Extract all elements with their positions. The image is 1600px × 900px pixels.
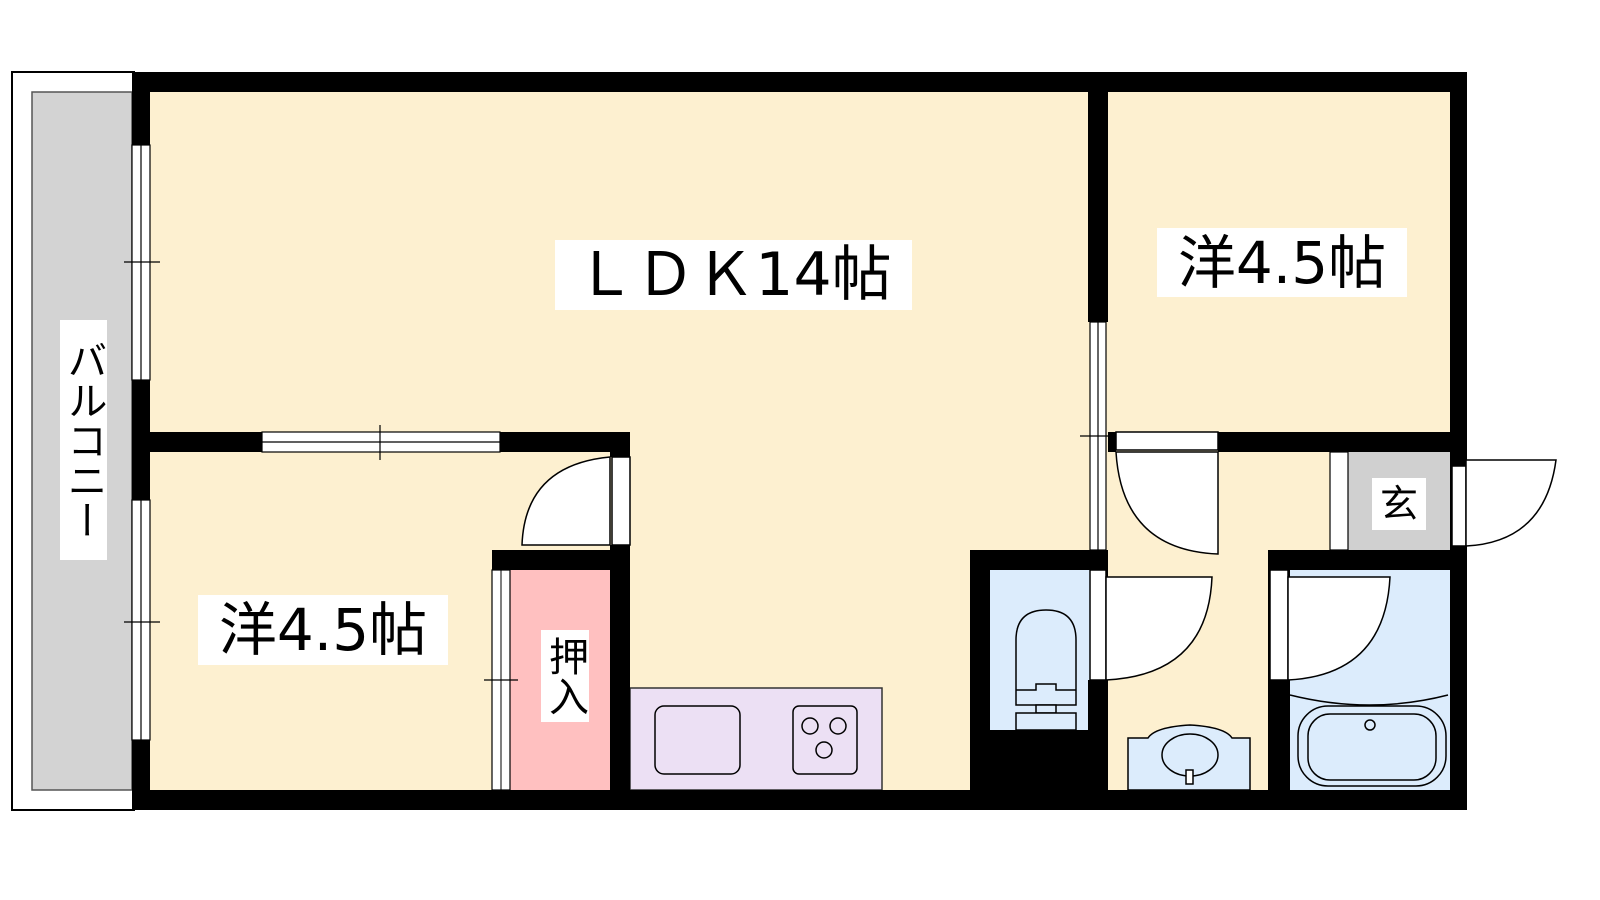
window-left-top bbox=[124, 144, 160, 381]
room-label-closet: 押入 bbox=[541, 630, 589, 722]
room-label-western-left: 洋4.5帖 bbox=[198, 595, 448, 665]
door-left-room bbox=[521, 456, 631, 546]
room-label-balcony: バルコニー bbox=[60, 320, 107, 560]
walls bbox=[132, 72, 1467, 810]
sink-icon bbox=[654, 705, 741, 775]
entrance-step bbox=[1329, 451, 1349, 551]
room-label-entrance: 玄 bbox=[1372, 478, 1426, 530]
stove-icon bbox=[792, 705, 858, 775]
sliding-door-right-room bbox=[1080, 321, 1114, 551]
bathtub-icon bbox=[1289, 694, 1449, 787]
room-label-ldk: ＬＤＫ14帖 bbox=[555, 240, 912, 310]
toilet-icon bbox=[1015, 609, 1077, 731]
room-label-western-right: 洋4.5帖 bbox=[1157, 228, 1407, 297]
kitchen-counter bbox=[629, 687, 883, 791]
door-toilet bbox=[1089, 569, 1213, 681]
sliding-door-left-room bbox=[261, 425, 501, 460]
door-entrance bbox=[1451, 459, 1557, 547]
washbasin-icon bbox=[1127, 724, 1251, 791]
door-right-room bbox=[1115, 431, 1219, 555]
window-left-bottom bbox=[124, 499, 160, 741]
door-bathroom bbox=[1269, 569, 1391, 681]
